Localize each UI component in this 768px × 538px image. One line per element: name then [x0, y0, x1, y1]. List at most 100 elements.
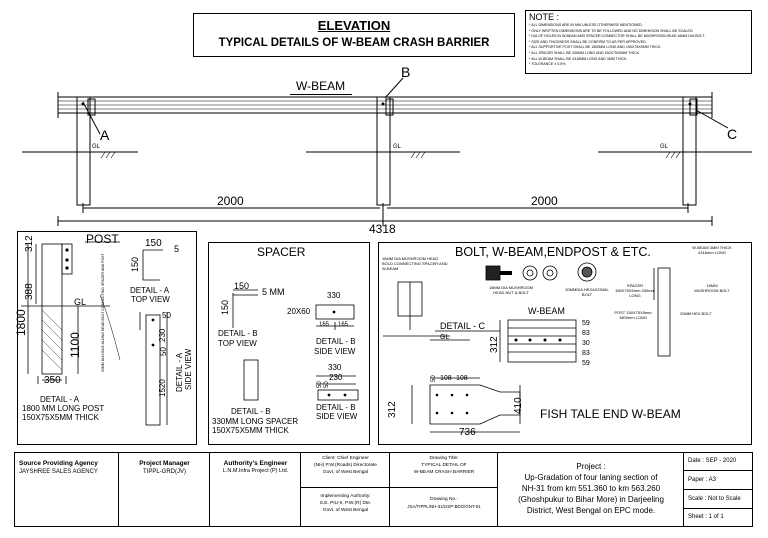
source-cell: Source Providing Agency JAYSHREE SALES A… [15, 453, 119, 526]
fish-dim-50: 50 [431, 375, 437, 382]
spacer-dim-50b: 50 [324, 381, 330, 388]
client-cell: Client: Chief Engineer (NH) P.W.(Roads) … [301, 453, 390, 526]
ae-label: Authority's Engineer [223, 460, 288, 467]
paper-text: Paper : A3 [688, 477, 717, 483]
detail-b-top-label: DETAIL - B [218, 329, 258, 338]
post-dim-1800: 1800 [14, 309, 28, 336]
spacer-caption-line1: 330MM LONG SPACER [212, 417, 299, 426]
post-caption-line2: 150X75X5MM THICK [22, 413, 99, 422]
sheet-row: Sheet : 1 of 1 [684, 509, 752, 526]
page-title: ELEVATION [317, 18, 391, 33]
project-line3: (Ghoshpukur to Bihar More) in Darjeeling [518, 495, 664, 504]
spacer-dim-20x60: 20X60 [287, 307, 311, 316]
post-gl: GL [74, 297, 87, 307]
note-item: * DIA OF HOLES IN W-BEAM AND SPACER CONN… [529, 34, 705, 39]
mushroom-bolt-note: 16MM MUSHROOM BOLT [694, 283, 730, 293]
project-line1: Up-Gradation of four laning section of [524, 473, 658, 482]
title-box: ELEVATION TYPICAL DETAILS OF W-BEAM CRAS… [193, 13, 515, 57]
client-line1: Client: Chief Engineer [322, 456, 369, 461]
note-item: * TOLERANCE ± 0.5% [529, 62, 566, 67]
bolt-dim-right: 30 [582, 340, 590, 347]
project-line4: District, West Bengal on EPC mode. [526, 506, 656, 515]
bolt-panel: BOLT, W-BEAM,ENDPOST & ETC. [378, 242, 752, 445]
post-title: POST [86, 232, 119, 246]
spacer-note: SPACER 150X75X5mm 330mm LONG [615, 283, 655, 298]
drawing-title-line2: W-BEAM CRASH BARRIER [413, 470, 475, 475]
detail-b-topview-label: TOP VIEW [218, 339, 257, 348]
source-label: Source Providing Agency [19, 460, 98, 467]
post-caption-line1: 1800 MM LONG POST [22, 404, 105, 413]
gl-label: GL [393, 144, 402, 150]
label-b: B [401, 64, 411, 80]
detail-b-sideview2-label: SIDE VIEW [316, 412, 358, 421]
sheet-text: Sheet : 1 of 1 [688, 514, 724, 520]
post-dim-312: 312 [24, 235, 35, 252]
post-dim-350: 350 [44, 375, 61, 386]
label-a: A [100, 127, 110, 143]
spacer-caption-title: DETAIL - B [231, 407, 271, 416]
wbeam-label-underline [290, 94, 352, 95]
wbeam-note: W-BEAM 3MM THICK 4318mm LONG [692, 245, 732, 255]
detail-a-150v: 150 [130, 256, 140, 272]
note-item: * ALL SUPPORTIVE POST SHALL BE 1800MM LO… [529, 45, 662, 50]
fish-dim-108a: 108 [440, 375, 452, 382]
detail-a-top-label: DETAIL - A [130, 286, 170, 295]
dim-left: 2000 [217, 194, 244, 208]
detail-a-50: 50 [162, 311, 171, 320]
title-block: Source Providing Agency JAYSHREE SALES A… [14, 452, 753, 527]
note-item: * ALL W-BEAM SHALL BE 4318MM LONG AND 3M… [529, 56, 628, 61]
meta-cell: Date : SEP - 2020 Paper : A3 Scale : Not… [684, 453, 752, 526]
drawing-cell: Drawing Title: TYPICAL DETAIL OF W-BEAM … [390, 453, 498, 526]
drawing-title-label: Drawing Title: [429, 456, 459, 461]
paper-row: Paper : A3 [684, 471, 752, 490]
bolt-dim-right: 83 [582, 330, 590, 337]
fish-tale-title: FISH TALE END W-BEAM [540, 407, 681, 421]
client-line3: Govt. of West Bengal [322, 470, 369, 475]
client-line2: (NH) P.W.(Roads) Directorate [314, 463, 377, 468]
detail-a-side-label: DETAIL - A [175, 352, 184, 392]
hex-bolt-label: 20MMDIA HEXAGONAL BOLT [565, 287, 609, 297]
spacer-dim-330b: 330 [328, 363, 342, 372]
project-label: Project : [576, 462, 606, 471]
spacer-dim-150: 150 [234, 281, 250, 291]
fish-dim-108b: 108 [456, 375, 468, 382]
note-item: * SIZE AND THICKNESS SHALL BE CONFIRM TO… [529, 39, 647, 44]
spacer-dim-150v: 150 [220, 299, 230, 315]
fish-dim-312: 312 [387, 401, 398, 418]
note-list: * ALL DIMENSIONS ARE IN MM UNLESS OTHERW… [529, 23, 705, 68]
detail-a-1520: 1520 [158, 379, 167, 397]
spacer-dim-165a: 165 [319, 322, 330, 328]
gl-label: GL [660, 144, 669, 150]
project-cell: Project : Up-Gradation of four laning se… [498, 453, 684, 526]
detail-c-label: DETAIL - C [440, 321, 486, 331]
detail-a-topview-label: TOP VIEW [131, 295, 170, 304]
dim-total: 4318 [369, 222, 396, 236]
spacer-caption-line2: 150X75X5MM THICK [212, 426, 289, 435]
wbeam-label: W-BEAM [296, 79, 346, 93]
date-text: Date : SEP - 2020 [688, 458, 737, 464]
source-value: JAYSHREE SALES AGENCY [19, 469, 98, 475]
spacer-dim-50a: 50 [317, 381, 323, 388]
pm-cell: Project Manager TIPPL-GRD(JV) [119, 453, 210, 526]
ae-cell: Authority's Engineer L.N.M.Infra Project… [210, 453, 301, 526]
post-dim-1100: 1100 [68, 332, 82, 358]
post-bolt-note: 20MM DIA HOLE ALONG HEAD BOLT CONNECTING… [101, 253, 105, 372]
drawing-no-value: JSA/TIPPL/NH-31/GSP-BDG/GNT-01 [407, 504, 481, 509]
impl-line2: S.E. PIU-II, P.W.(R) Dte. [319, 501, 372, 506]
page-subtitle: TYPICAL DETAILS OF W-BEAM CRASH BARRIER [218, 37, 490, 49]
post-note: POST 150X75X5mm 1800mm LONG [614, 310, 652, 320]
bolt-gl: GL [440, 334, 450, 341]
note-item: * ALL SPACER SHALL BE 330MM LONG AND 150… [529, 50, 641, 55]
detail-a-sideview-label: SIDE VIEW [184, 348, 193, 390]
bolt-dim-right: 83 [582, 350, 590, 357]
drawing-no-label: Drawing No.: [430, 497, 458, 502]
note-box: NOTE : * ALL DIMENSIONS ARE IN MM UNLESS… [525, 10, 752, 74]
bolt-dim-312: 312 [489, 336, 500, 353]
hex-bolt-note: 20MM HEX BOLT [680, 311, 712, 316]
detail-a-230: 230 [158, 328, 167, 342]
gl-label: GL [92, 144, 101, 150]
fish-dim-736: 736 [459, 427, 476, 438]
bolt-dim-right: 59 [582, 320, 590, 327]
detail-a-150: 150 [145, 238, 162, 249]
spacer-dim-230: 230 [329, 373, 343, 382]
